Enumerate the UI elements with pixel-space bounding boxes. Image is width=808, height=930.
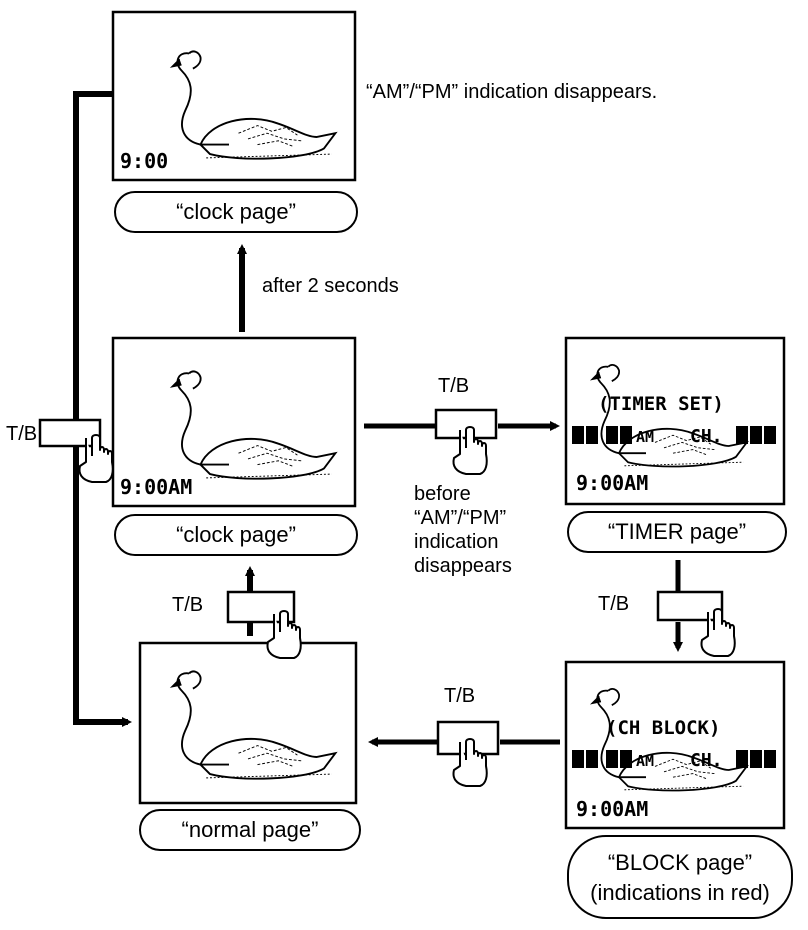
timer-overlay-am: AM — [636, 428, 654, 446]
svg-text:“BLOCK page”: “BLOCK page” — [608, 850, 752, 875]
svg-text:(indications in red): (indications in red) — [590, 880, 770, 905]
svg-text:“clock page”: “clock page” — [176, 522, 296, 547]
svg-text:T/B: T/B — [6, 423, 37, 445]
svg-text:T/B: T/B — [598, 593, 629, 615]
caption-middle: “clock page” — [115, 515, 357, 555]
tb-button-lower-center[interactable]: T/B — [438, 685, 498, 786]
note-ampm-disappears: “AM”/“PM” indication disappears. — [366, 81, 657, 103]
screen-bottom — [140, 643, 356, 803]
svg-text:T/B: T/B — [172, 594, 203, 616]
screen-middle: 9:00AM — [113, 338, 355, 506]
block-overlay-title: (CH BLOCK) — [606, 717, 720, 739]
screen-top: 9:00 — [113, 12, 355, 180]
block-overlay-am: AM — [636, 752, 654, 770]
svg-text:T/B: T/B — [444, 685, 475, 707]
tb-button-left[interactable]: T/B — [6, 420, 113, 482]
screen-middle-time: 9:00AM — [120, 475, 192, 499]
note-before-1: before — [414, 483, 471, 505]
note-before-4: disappears — [414, 555, 512, 577]
screen-block-time: 9:00AM — [576, 797, 648, 821]
tb-button-center[interactable]: T/B — [436, 375, 496, 474]
caption-block: “BLOCK page” (indications in red) — [568, 836, 792, 918]
screen-block: (CH BLOCK) AM CH. 9:00AM — [566, 662, 784, 828]
screen-timer: (TIMER SET) AM CH. 9:00AM — [566, 338, 784, 504]
caption-bottom: “normal page” — [140, 810, 360, 850]
screen-top-time: 9:00 — [120, 149, 168, 173]
note-before-2: “AM”/“PM” — [414, 507, 506, 529]
note-before-3: indication — [414, 531, 499, 553]
tb-button-right[interactable]: T/B — [598, 592, 735, 656]
svg-text:“TIMER page”: “TIMER page” — [608, 519, 746, 544]
timer-overlay-title: (TIMER SET) — [598, 393, 724, 415]
caption-timer: “TIMER page” — [568, 512, 786, 552]
caption-top: “clock page” — [115, 192, 357, 232]
note-after-2-seconds: after 2 seconds — [262, 275, 399, 297]
timer-overlay-ch: CH. — [690, 426, 723, 447]
block-overlay-ch: CH. — [690, 750, 723, 771]
svg-text:“clock page”: “clock page” — [176, 199, 296, 224]
screen-timer-time: 9:00AM — [576, 471, 648, 495]
svg-text:T/B: T/B — [438, 375, 469, 397]
svg-text:“normal page”: “normal page” — [182, 817, 319, 842]
